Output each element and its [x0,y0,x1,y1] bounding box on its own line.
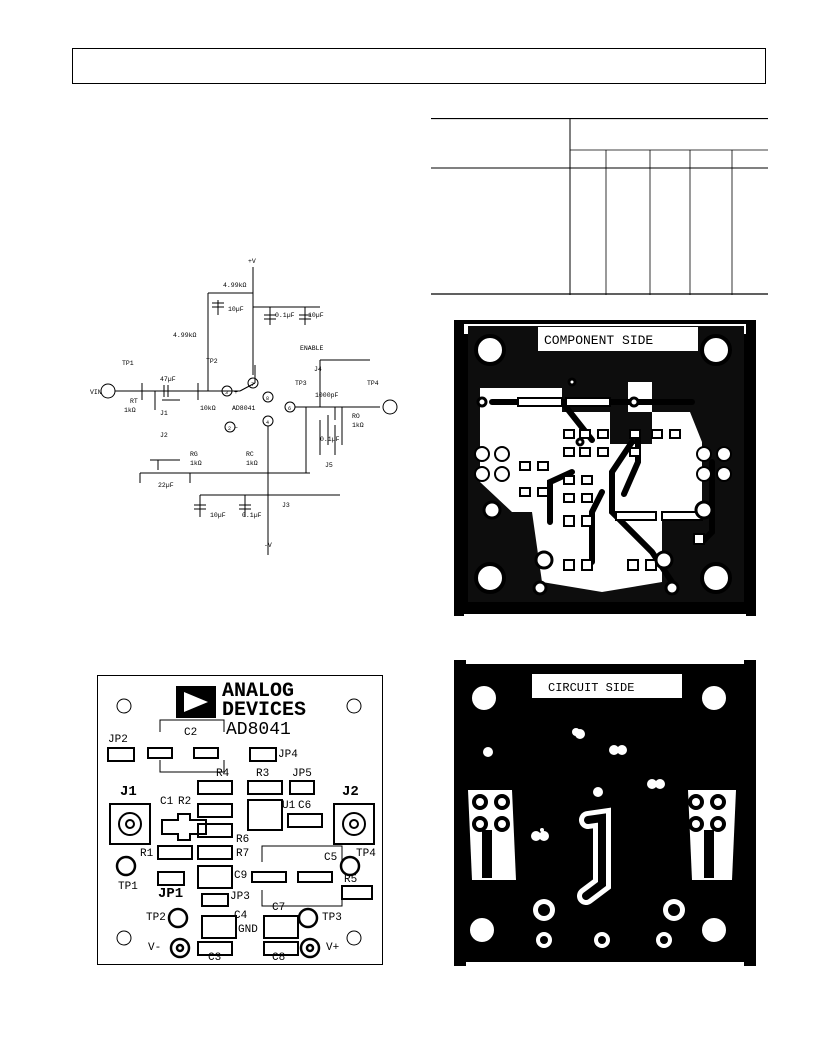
silk-r3: R3 [256,768,270,780]
tp3-label: TP3 [295,380,307,387]
silk-c9: C9 [234,870,248,882]
silk-r6: R6 [236,834,250,846]
vin-label: VIN [90,389,102,396]
silk-c7: C7 [272,902,286,914]
silk-tp2: TP2 [146,912,166,924]
silk-jp4: JP4 [278,749,298,761]
silk-vplus: V+ [326,942,340,954]
silk-part: AD8041 [226,720,291,740]
silk-c5: C5 [324,852,338,864]
pin-plus-label: + [234,389,238,396]
silk-r1: R1 [140,848,154,860]
circuit-side-pcb: CIRCUIT SIDE [454,660,756,966]
rt-val-label: 1kΩ [124,407,136,414]
silk-r2: R2 [178,796,192,808]
c10uf-top2-label: 10µF [308,312,324,319]
r-10k-label: 10kΩ [200,405,216,412]
rt-label: RT [130,398,138,405]
c-in-label: 47µF [160,376,176,383]
j2-label: J2 [160,432,168,439]
c01-bot-label: 0.1µF [242,512,262,519]
tp4-label: TP4 [367,380,379,387]
silk-jp3: JP3 [230,891,250,903]
silk-jp5: JP5 [292,768,312,780]
silkscreen-board: ANALOG DEVICES AD8041 C2 JP2 JP4 R4 R3 J… [97,675,383,965]
component-side-pcb: COMPONENT SIDE [452,312,758,616]
rc-val-label: 1kΩ [246,460,258,467]
r-fb-label: 4.99kΩ [173,332,197,339]
silk-vminus: V- [148,942,162,954]
pin-8-label: 8 [266,396,269,402]
c22-label: 22µF [158,482,174,489]
silk-j2: J2 [342,784,359,800]
tp1-label: TP1 [122,360,134,367]
j1-label: J1 [160,410,168,417]
silk-r5: R5 [344,874,358,886]
rg-label: RG [190,451,198,458]
j5-label: J5 [325,462,333,469]
silk-tp3: TP3 [322,912,342,924]
pin-2-label: 2 [228,426,231,432]
header-box [72,48,766,84]
minus-v-label: -V [264,542,272,549]
rg-val-label: 1kΩ [190,460,202,467]
tp2-label: TP2 [206,358,218,365]
silk-tp4: TP4 [356,848,376,860]
silk-gnd: GND [238,924,258,936]
r-top-label: 4.99kΩ [223,282,247,289]
j3-label: J3 [282,502,290,509]
c1000-label: 1000pF [315,392,339,399]
ro-val-label: 1kΩ [352,422,364,429]
silk-logo-line1: ANALOG [222,680,295,703]
schematic: +V 4.99kΩ 10µF 0.1µF 10µF 4.99kΩ ENABLE … [90,258,398,555]
part-label: AD8041 [232,405,256,412]
spec-table [431,118,768,295]
silk-tp1: TP1 [118,881,138,893]
silk-c2: C2 [184,727,198,739]
c01-out-label: 0.1µF [320,436,340,443]
silk-c1: C1 [160,796,174,808]
c10-bot-label: 10µF [210,512,226,519]
silk-r4: R4 [216,768,230,780]
ro-label: RO [352,413,360,420]
silk-c8: C8 [272,952,286,964]
circuit-side-title: CIRCUIT SIDE [548,681,634,695]
silk-c6: C6 [298,800,312,812]
pin-6-label: 6 [288,406,291,412]
silk-r7: R7 [236,848,250,860]
silk-jp1: JP1 [158,886,184,902]
pin-7-label: 7 [251,382,254,388]
silk-c4: C4 [234,910,248,922]
pin-minus-label: − [234,425,238,432]
silk-u1: U1 [282,800,296,812]
pin-4-label: 4 [266,420,269,426]
component-side-title: COMPONENT SIDE [544,333,653,348]
silk-c3: C3 [208,952,222,964]
silk-j1: J1 [120,784,137,800]
pin-3-label: 3 [225,390,228,396]
silk-logo-line2: DEVICES [222,699,307,722]
c01uf-top-label: 0.1µF [275,312,295,319]
j4-label: J4 [314,366,322,373]
c10uf-top-label: 10µF [228,306,244,313]
rc-label: RC [246,451,254,458]
enable-label: ENABLE [300,345,324,352]
plus-v-label: +V [248,258,256,265]
silk-jp2: JP2 [108,734,128,746]
